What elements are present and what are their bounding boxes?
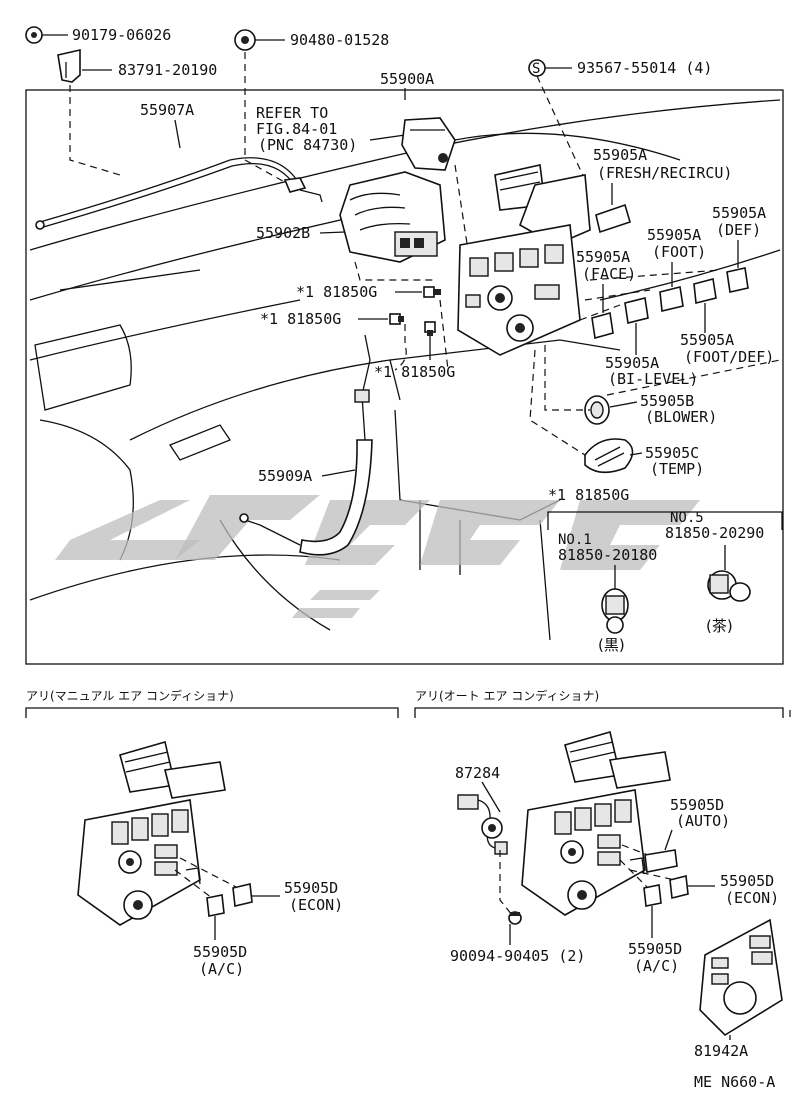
auto-button-ac — [643, 884, 662, 907]
label-manual-econ: (ECON) — [289, 896, 343, 914]
label-55902B: 55902B — [256, 224, 310, 242]
label-81850-20290: 81850-20290 — [665, 524, 764, 542]
manual-control-panel — [77, 740, 226, 926]
label-55907A: 55907A — [140, 101, 194, 119]
label-55905A-face: 55905A — [576, 248, 630, 266]
bulb-no1 — [601, 565, 629, 634]
button-def — [726, 267, 749, 293]
knob-temp — [584, 438, 634, 474]
label-55905C: 55905C — [645, 444, 699, 462]
button-foot-def — [693, 278, 717, 304]
label-auto-55905D-econ: 55905D — [720, 872, 774, 890]
label-55905A-fresh: 55905A — [593, 146, 647, 164]
clip-90480 — [234, 29, 256, 51]
manual-button-ac — [206, 894, 225, 917]
label-manual-55905D-econ: 55905D — [284, 879, 338, 897]
label-refer-pnc: (PNC 84730) — [258, 136, 357, 154]
label-81850G-1: *1 81850G — [296, 283, 377, 301]
label-55905A-bilevel: 55905A — [605, 354, 659, 372]
label-def: (DEF) — [716, 221, 761, 239]
label-90480-01528: 90480-01528 — [290, 31, 389, 49]
label-manual-55905D-ac: 55905D — [193, 943, 247, 961]
button-fresh-recirc — [595, 203, 631, 234]
label-refer-to: REFER TO — [256, 104, 328, 122]
label-auto-auto: (AUTO) — [676, 812, 730, 830]
label-fresh-recircu: (FRESH/RECIRCU) — [597, 164, 732, 182]
label-color-brown: (茶) — [706, 617, 733, 635]
cable-55909A — [239, 334, 373, 556]
label-auto-55905D-ac: 55905D — [628, 940, 682, 958]
label-auto-55905D-auto: 55905D — [670, 796, 724, 814]
manual-button-econ — [232, 883, 253, 907]
label-81850G-2: *1 81850G — [260, 310, 341, 328]
auto-button-auto — [644, 849, 678, 873]
label-81850-20180: 81850-20180 — [558, 546, 657, 564]
label-55909A: 55909A — [258, 467, 312, 485]
label-81942A: 81942A — [694, 1042, 748, 1060]
bulb-socket-1 — [423, 286, 441, 298]
label-55905B: 55905B — [640, 392, 694, 410]
auto-ac-header: アリ(オート エア コンディショナ) — [415, 688, 599, 703]
label-manual-ac: (A/C) — [199, 960, 244, 978]
auto-control-panel — [521, 730, 671, 916]
climate-control-panel — [457, 164, 591, 356]
label-foot-def: (FOOT/DEF) — [684, 348, 774, 366]
diagram-code: ME N660-A — [694, 1073, 775, 1091]
clip-90179 — [25, 26, 43, 44]
button-bi-level — [624, 297, 649, 324]
control-module-55902B — [339, 171, 446, 263]
label-83791-20190: 83791-20190 — [118, 61, 217, 79]
bezel-81942A — [699, 918, 783, 1037]
label-55900A: 55900A — [380, 70, 434, 88]
auto-button-econ — [669, 875, 689, 899]
label-90094-90405: 90094-90405 (2) — [450, 947, 585, 965]
label-93567-55014: 93567-55014 (4) — [577, 59, 712, 77]
label-87284: 87284 — [455, 764, 500, 782]
bulb-socket-3 — [424, 321, 436, 336]
label-90179-06026: 90179-06026 — [72, 26, 171, 44]
label-55905A-footdef: 55905A — [680, 331, 734, 349]
sensor-87284 — [457, 794, 508, 855]
label-face: (FACE) — [582, 265, 636, 283]
label-temp: (TEMP) — [650, 460, 704, 478]
screw-90094 — [508, 911, 522, 925]
servo-motor — [401, 117, 456, 171]
label-blower: (BLOWER) — [645, 408, 717, 426]
svg-text:S: S — [532, 61, 540, 77]
bracket-83791 — [57, 48, 81, 83]
label-auto-econ: (ECON) — [725, 889, 779, 907]
label-foot: (FOOT) — [652, 243, 706, 261]
label-81850G-3: *1 81850G — [374, 363, 455, 381]
manual-ac-header: アリ(マニュアル エア コンディショナ) — [26, 688, 234, 703]
cable-55907A — [35, 157, 323, 230]
label-81850G-4: *1 81850G — [548, 486, 629, 504]
screw-93567: S — [528, 59, 546, 77]
label-bi-level: (BI-LEVEL) — [608, 370, 698, 388]
label-auto-ac: (A/C) — [634, 957, 679, 975]
label-color-black: (黒) — [598, 636, 625, 654]
label-55905A-foot: 55905A — [647, 226, 701, 244]
button-foot — [659, 286, 684, 312]
label-no1: NO.1 — [558, 532, 592, 548]
label-no5: NO.5 — [670, 510, 704, 526]
button-face — [591, 311, 614, 340]
bulb-socket-2 — [389, 313, 404, 325]
bulb-no5 — [707, 545, 751, 602]
label-55905A-def: 55905A — [712, 204, 766, 222]
label-refer-fig: FIG.84-01 — [256, 120, 337, 138]
knob-blower — [584, 395, 610, 425]
